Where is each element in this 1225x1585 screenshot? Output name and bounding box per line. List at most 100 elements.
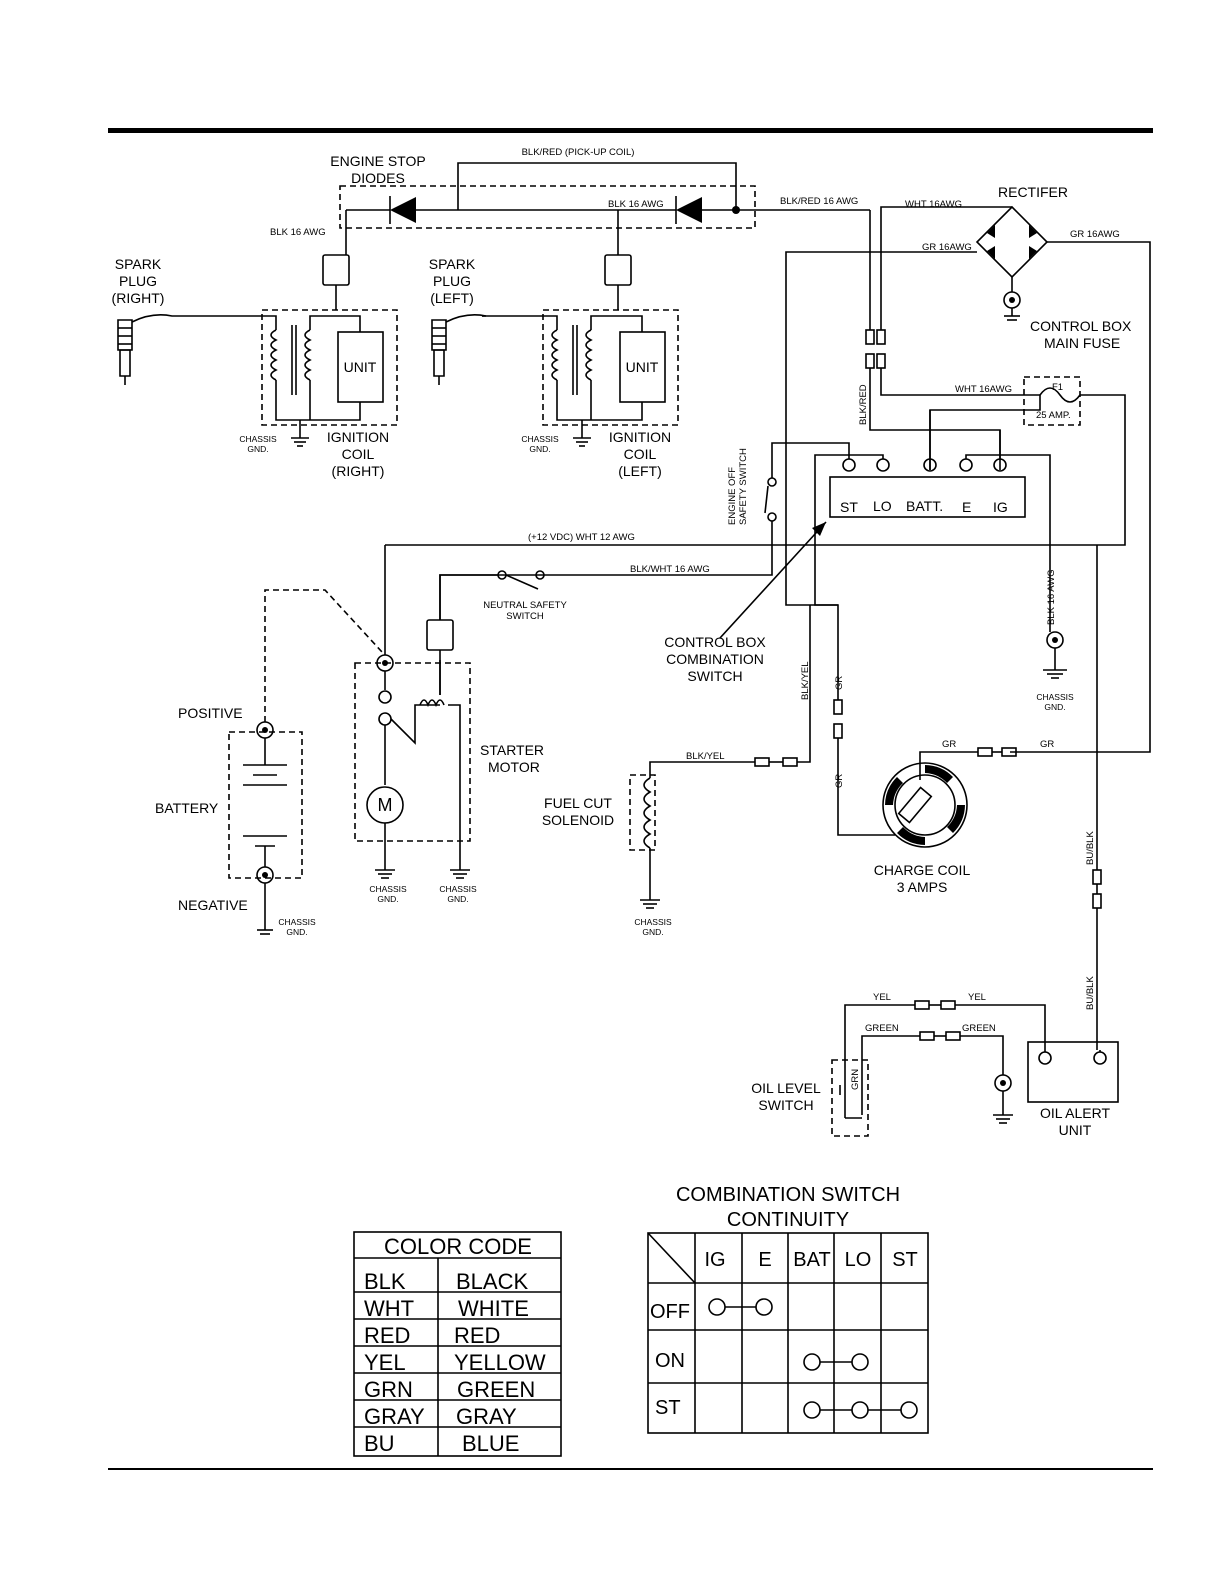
continuity-title-2: CONTINUITY	[727, 1209, 849, 1231]
chassis-gnd-label: GND.	[286, 927, 307, 937]
fuel-cut-solenoid	[629, 605, 811, 909]
starter-motor-label: STARTER	[480, 742, 544, 758]
chassis-gnd-label: GND.	[447, 894, 468, 904]
battery-label: BATTERY	[155, 800, 219, 816]
continuity-table	[647, 1232, 929, 1434]
chassis-gnd-label: CHASSIS	[634, 917, 672, 927]
wire-label-grn: GRN	[850, 1069, 861, 1090]
charge-coil	[833, 699, 1017, 848]
switch-terminal-st: ST	[840, 499, 858, 515]
control-box-main-fuse-label-2: MAIN FUSE	[1044, 335, 1120, 351]
control-box-combination-switch-label: CONTROL BOX	[664, 634, 766, 650]
chassis-gnd-label: GND.	[529, 444, 550, 454]
engine-off-safety-switch-label-2: SAFETY SWITCH	[738, 448, 749, 525]
color-code-name: BLACK	[456, 1269, 528, 1294]
wire-label-gr-16-right: GR 16AWG	[1070, 229, 1120, 240]
wire-label-wht-16-top: WHT 16AWG	[905, 199, 962, 210]
wire-label-blk-16-left: BLK 16 AWG	[608, 199, 664, 210]
bu-blk-wire	[929, 410, 1102, 1050]
chassis-gnd-label: CHASSIS	[239, 434, 277, 444]
wire-label-bu-blk-lower: BU/BLK	[1085, 976, 1096, 1010]
spark-plug-right-label: SPARK	[115, 256, 162, 272]
spark-plug-left-label: SPARK	[429, 256, 476, 272]
color-code-abbr: RED	[364, 1323, 410, 1348]
switch-terminal-ig: IG	[993, 499, 1008, 515]
spark-plug-right-label-2: PLUG	[119, 273, 157, 289]
color-code-title: COLOR CODE	[384, 1234, 532, 1259]
fuel-cut-solenoid-label-2: SOLENOID	[542, 812, 614, 828]
wire-label-yel-right: YEL	[968, 992, 986, 1003]
control-box-combination-switch-label-2: COMBINATION	[666, 651, 764, 667]
ignition-coil-left-label-3: (LEFT)	[618, 463, 662, 479]
wire-label-blk-16-right: BLK 16 AWG	[270, 227, 326, 238]
ignition-coil-right-label-2: COIL	[342, 446, 375, 462]
unit-right-label: UNIT	[344, 359, 377, 375]
continuity-col-lo: LO	[845, 1249, 872, 1271]
starter-motor	[354, 545, 498, 879]
chassis-gnd-label: CHASSIS	[439, 884, 477, 894]
fuse-wire	[385, 329, 1126, 546]
fuse-rating-label: 25 AMP.	[1036, 410, 1071, 421]
wire-label-blk-yel-vertical: BLK/YEL	[800, 661, 811, 700]
oil-alert-unit-label-2: UNIT	[1059, 1122, 1092, 1138]
engine-off-safety-switch-label: ENGINE OFF	[727, 467, 738, 525]
color-code-abbr: BU	[364, 1431, 395, 1456]
combination-switch	[771, 430, 1051, 630]
wire-label-bu-blk-upper: BU/BLK	[1085, 831, 1096, 865]
color-code-name: YELLOW	[454, 1350, 546, 1375]
continuity-col-e: E	[758, 1249, 771, 1271]
continuity-col-bat: BAT	[793, 1249, 830, 1271]
battery	[228, 589, 383, 935]
ignition-coil-right-label: IGNITION	[327, 429, 389, 445]
continuity-row-st: ST	[655, 1397, 681, 1419]
continuity-col-ig: IG	[704, 1249, 725, 1271]
ignition-coil-left-label: IGNITION	[609, 429, 671, 445]
oil-level-switch-label: OIL LEVEL	[751, 1080, 821, 1096]
color-code-name: GREEN	[457, 1377, 535, 1402]
fuel-cut-solenoid-label: FUEL CUT	[544, 795, 612, 811]
ignition-coil-left	[482, 254, 679, 447]
color-code-abbr: GRN	[364, 1377, 413, 1402]
charge-coil-label-2: 3 AMPS	[897, 879, 948, 895]
spark-plug-left-label-2: PLUG	[433, 273, 471, 289]
rectifier-label: RECTIFER	[998, 184, 1068, 200]
oil-level-switch	[831, 1059, 869, 1137]
color-code-abbr: WHT	[364, 1296, 414, 1321]
continuity-title: COMBINATION SWITCH	[676, 1184, 900, 1206]
spark-plug-right-icon	[117, 314, 200, 385]
wire-label-blk-wht-16: BLK/WHT 16 AWG	[630, 564, 710, 575]
spark-plug-left-label-3: (LEFT)	[430, 290, 474, 306]
wire-label-wht-16-fuse: WHT 16AWG	[955, 384, 1012, 395]
chassis-gnd-label: GND.	[247, 444, 268, 454]
ignition-coil-left-label-2: COIL	[624, 446, 657, 462]
color-code-name: RED	[454, 1323, 500, 1348]
wire-label-blk-16-vertical: BLK 16 AWG	[1046, 569, 1057, 625]
switch-terminal-batt: BATT.	[906, 498, 943, 514]
battery-negative-label: NEGATIVE	[178, 897, 248, 913]
neutral-safety-switch	[497, 570, 545, 590]
wire-label-blk-red-pickup: BLK/RED (PICK-UP COIL)	[522, 147, 635, 158]
starter-motor-label-2: MOTOR	[488, 759, 540, 775]
engine-stop-diodes-label-2: DIODES	[351, 170, 405, 186]
color-code-table	[353, 1231, 562, 1457]
ignition-coil-right-label-3: (RIGHT)	[332, 463, 385, 479]
chassis-gnd-label: CHASSIS	[369, 884, 407, 894]
unit-left-label: UNIT	[626, 359, 659, 375]
charge-coil-label: CHARGE COIL	[874, 862, 971, 878]
engine-off-safety-switch	[439, 477, 777, 620]
control-box-combination-switch-label-3: SWITCH	[687, 668, 742, 684]
chassis-ground-right	[1043, 630, 1067, 679]
color-code-name: GRAY	[456, 1404, 517, 1429]
chassis-gnd-label: GND.	[377, 894, 398, 904]
wire-label-gr-upper: GR	[834, 676, 845, 690]
wire-label-blk-red-vertical: BLK/RED	[858, 384, 869, 425]
wire-label-green-right: GREEN	[962, 1023, 996, 1034]
color-code-name: BLUE	[462, 1431, 519, 1456]
wire-label-yel-left: YEL	[873, 992, 891, 1003]
spark-plug-right-label-3: (RIGHT)	[112, 290, 165, 306]
continuity-row-on: ON	[655, 1350, 685, 1372]
wire-label-blk-yel: BLK/YEL	[686, 751, 725, 762]
motor-symbol: M	[378, 795, 393, 815]
switch-terminal-e: E	[962, 499, 971, 515]
